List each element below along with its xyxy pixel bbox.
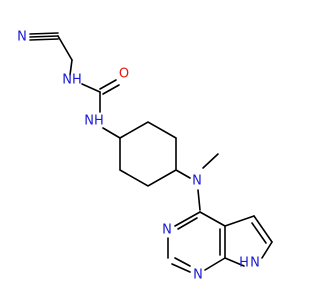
structure-svg: N NH O NH N N N N H	[17, 30, 273, 283]
bond-c4a-c4	[199, 211, 226, 227]
bond-n7-c7a	[224, 257, 245, 267]
atom-pyrrole-n: N	[250, 256, 260, 271]
atom-carbonyl-o: O	[119, 67, 129, 82]
bond-triple-nitrile-c	[29, 38, 59, 41]
bond-carbonyl-o-a	[99, 79, 117, 90]
bond-carbonyl-o-b	[102, 84, 120, 95]
atom-pyrimidine-n-1: N	[162, 223, 172, 238]
bond-triple-nitrile-b	[29, 35, 59, 38]
atom-amine-n: N	[192, 174, 202, 189]
bond-c4a-c5	[224, 215, 255, 227]
bond-ch2-nh	[69, 59, 73, 76]
atom-pyrimidine-n-2: N	[193, 268, 203, 283]
bond-amine-methyl	[202, 153, 219, 169]
bond-c2-n1-inner	[174, 257, 191, 267]
bond-c4-n3	[174, 211, 201, 227]
atom-urea-nh-1: NH	[62, 73, 82, 88]
atom-urea-nh-2: NH	[84, 114, 104, 129]
cyclohexane-ring	[119, 121, 177, 187]
bond-c5-c6	[253, 215, 273, 243]
bond-triple-nitrile-a	[29, 32, 59, 35]
bond-c4-n3-inner	[177, 217, 198, 230]
bond-ring-amine	[175, 169, 191, 179]
bond-n1-c7a	[204, 257, 226, 271]
bond-nitrile-ch2	[57, 35, 73, 61]
bond-nh-carbonyl	[81, 83, 101, 93]
molecule-diagram: N NH O NH N N N N H	[17, 30, 273, 283]
bond-nh-ring	[102, 127, 121, 139]
bond-c5-c6-inner	[251, 222, 267, 244]
bond-c6-n7	[261, 241, 273, 259]
atom-pyrrole-h: H	[239, 256, 249, 271]
atom-nitrile-n: N	[17, 30, 27, 45]
bond-amine-pyrimidine	[197, 189, 201, 211]
bond-c2-n1	[171, 263, 191, 273]
